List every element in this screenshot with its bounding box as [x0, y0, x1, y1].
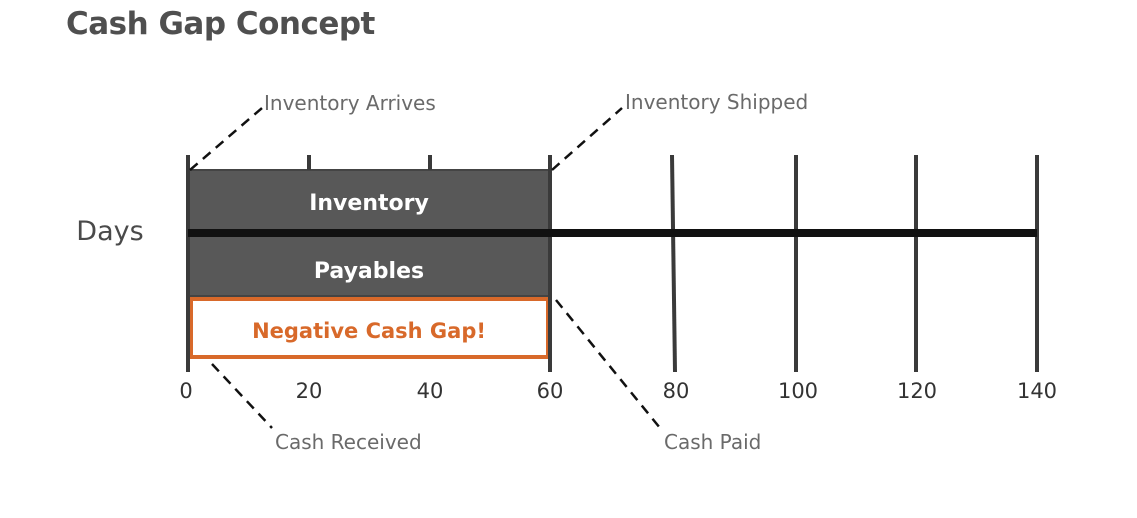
tick-label-120: 120 [897, 379, 937, 403]
tick-label-40: 40 [417, 379, 444, 403]
inventory-box [187, 169, 551, 233]
inventory-label: Inventory [309, 191, 429, 216]
callout-line-inventory-shipped [551, 107, 623, 171]
callout-line-inventory-arrives [189, 107, 263, 171]
tick-label-100: 100 [778, 379, 818, 403]
callout-inventory-arrives: Inventory Arrives [264, 91, 436, 115]
callout-line-cash-paid [555, 299, 661, 429]
callout-line-cash-received [211, 363, 273, 429]
days-axis-label: Days [76, 216, 143, 247]
tick-label-80: 80 [663, 379, 690, 403]
tick-label-60: 60 [537, 379, 564, 403]
slide-title: Cash Gap Concept [66, 6, 375, 42]
cash-gap-box [189, 297, 550, 359]
tick-lines [186, 154, 1039, 373]
tick-labels: 0 20 40 60 80 100 120 140 [179, 379, 1057, 403]
payables-label: Payables [314, 259, 424, 284]
tick-line-80 [670, 154, 677, 373]
tick-label-0: 0 [179, 379, 192, 403]
callout-cash-paid: Cash Paid [664, 430, 761, 454]
callout-inventory-shipped: Inventory Shipped [625, 90, 808, 114]
tick-label-20: 20 [296, 379, 323, 403]
callout-cash-received: Cash Received [275, 430, 422, 454]
cash-gap-label: Negative Cash Gap! [252, 319, 486, 343]
tick-label-140: 140 [1017, 379, 1057, 403]
